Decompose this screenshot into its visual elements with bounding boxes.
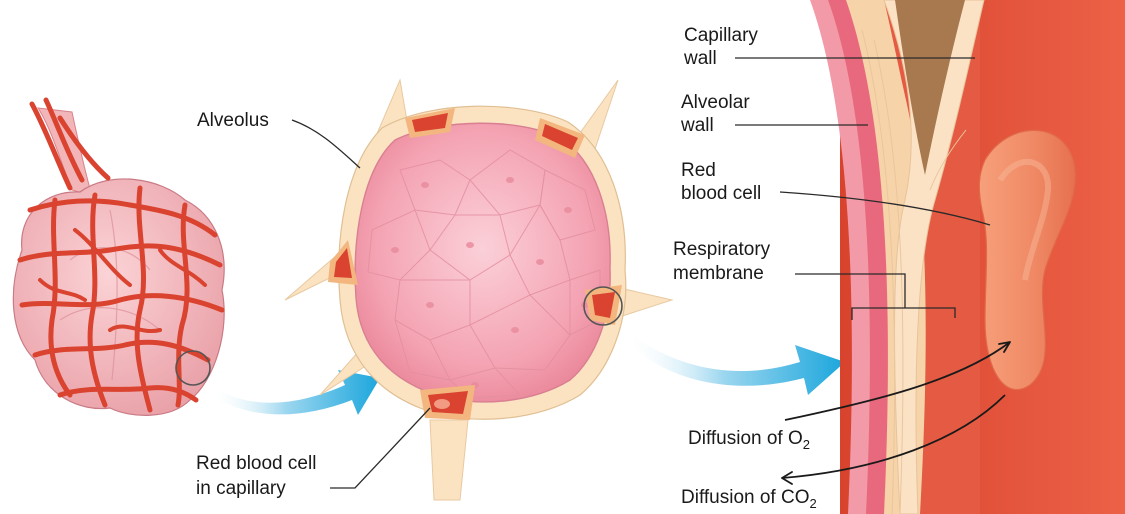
sac-body — [13, 179, 224, 415]
alveolar-sac — [13, 108, 224, 415]
label-alveolar-wall-line2: wall — [680, 115, 714, 136]
flow-arrow-right-icon — [625, 330, 845, 395]
alveolus-lumen — [355, 123, 610, 402]
label-red-blood-cell-line2: blood cell — [681, 183, 761, 204]
label-diffusion-o2: Diffusion of O2 — [688, 428, 810, 452]
flow-arrow-left-icon — [210, 370, 380, 415]
label-rbc-capillary-line1: Red blood cell — [196, 453, 316, 474]
label-capillary-wall-line2: wall — [683, 48, 717, 69]
label-respiratory-membrane-line2: membrane — [673, 263, 764, 284]
label-respiratory-membrane-line1: Respiratory — [673, 239, 771, 260]
label-rbc-capillary-line2: in capillary — [196, 478, 286, 499]
membrane-detail — [810, 0, 1125, 514]
label-diffusion-co2: Diffusion of CO2 — [681, 487, 817, 511]
label-alveolus: Alveolus — [197, 110, 269, 131]
label-capillary-wall-line1: Capillary — [684, 25, 758, 46]
label-red-blood-cell-line1: Red — [681, 160, 716, 181]
label-alveolar-wall-line1: Alveolar — [681, 92, 750, 113]
